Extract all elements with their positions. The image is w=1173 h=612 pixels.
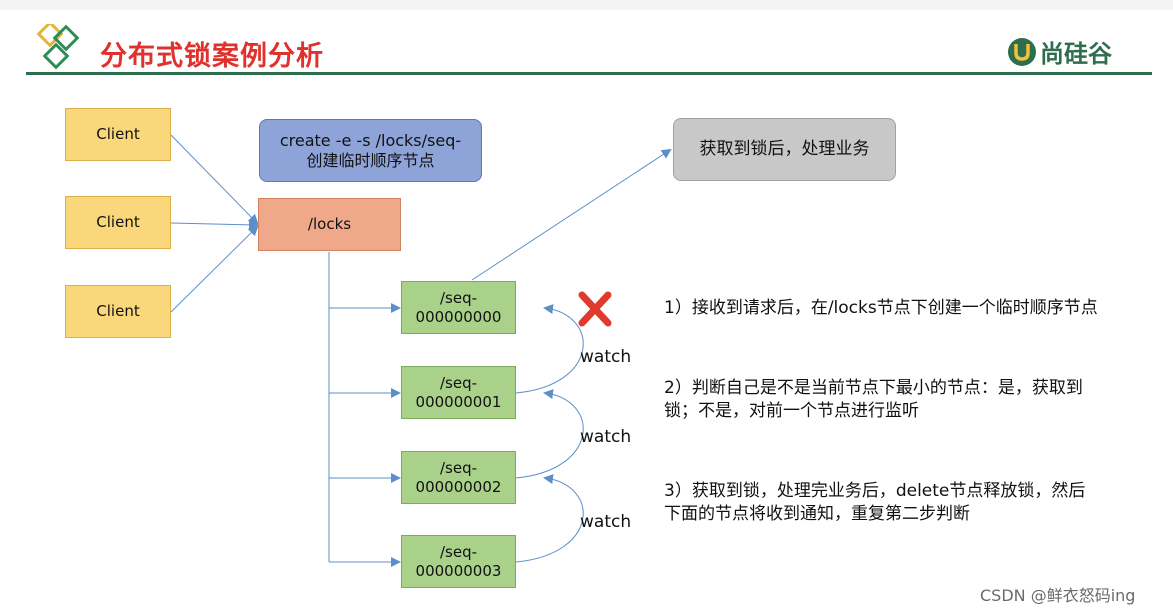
step-2-line2: 锁；不是，对前一个节点进行监听 bbox=[664, 400, 919, 421]
locks-node: /locks bbox=[258, 198, 401, 251]
create-command-box: create -e -s /locks/seq- 创建临时顺序节点 bbox=[259, 119, 482, 182]
step-2-line1: 2）判断自己是不是当前节点下最小的节点：是，获取到 bbox=[664, 378, 1083, 398]
step-3-line2: 下面的节点将收到通知，重复第二步判断 bbox=[664, 503, 970, 524]
step-2: 2）判断自己是不是当前节点下最小的节点：是，获取到 锁；不是，对前一个节点进行监… bbox=[664, 377, 1083, 423]
seq0-to-result-arrow bbox=[471, 148, 672, 281]
create-command-line1: create -e -s /locks/seq- bbox=[279, 130, 462, 150]
step-3-line1: 3）获取到锁，处理完业务后，delete节点释放锁，然后 bbox=[664, 481, 1086, 501]
watch-label-3: watch bbox=[580, 512, 632, 532]
client-box-2: Client bbox=[65, 196, 171, 249]
watch-curves bbox=[515, 304, 584, 563]
watermark: CSDN @鲜衣怒码ing bbox=[980, 586, 1136, 605]
client-box-3: Client bbox=[65, 285, 171, 338]
client-to-locks-arrows bbox=[170, 134, 259, 313]
watch-label-2: watch bbox=[580, 427, 632, 447]
brand-name: 尚硅谷 bbox=[1040, 40, 1112, 68]
watch-label-1: watch bbox=[580, 347, 632, 367]
top-strip bbox=[0, 0, 1173, 10]
seq-node-3: /seq-000000003 bbox=[401, 535, 516, 588]
create-command-line2: 创建临时顺序节点 bbox=[306, 150, 435, 170]
seq-node-0: /seq-000000000 bbox=[401, 281, 516, 334]
step-3: 3）获取到锁，处理完业务后，delete节点释放锁，然后 下面的节点将收到通知，… bbox=[664, 480, 1085, 526]
lock-acquired-box: 获取到锁后，处理业务 bbox=[673, 118, 896, 181]
slide-title: 分布式锁案例分析 bbox=[100, 41, 324, 72]
seq-node-1: /seq-000000001 bbox=[401, 366, 516, 419]
locks-to-seq-tree bbox=[328, 252, 401, 567]
title-divider bbox=[26, 72, 1152, 75]
step-1: 1）接收到请求后，在/locks节点下创建一个临时顺序节点 bbox=[664, 297, 1098, 320]
u-logo-icon bbox=[1008, 38, 1036, 66]
red-cross-icon bbox=[578, 291, 612, 327]
seq-node-2: /seq-000000002 bbox=[401, 451, 516, 504]
client-box-1: Client bbox=[65, 108, 171, 161]
step-1-line1: 1）接收到请求后，在/locks节点下创建一个临时顺序节点 bbox=[664, 298, 1098, 318]
diamond-logo-icon bbox=[36, 24, 80, 70]
